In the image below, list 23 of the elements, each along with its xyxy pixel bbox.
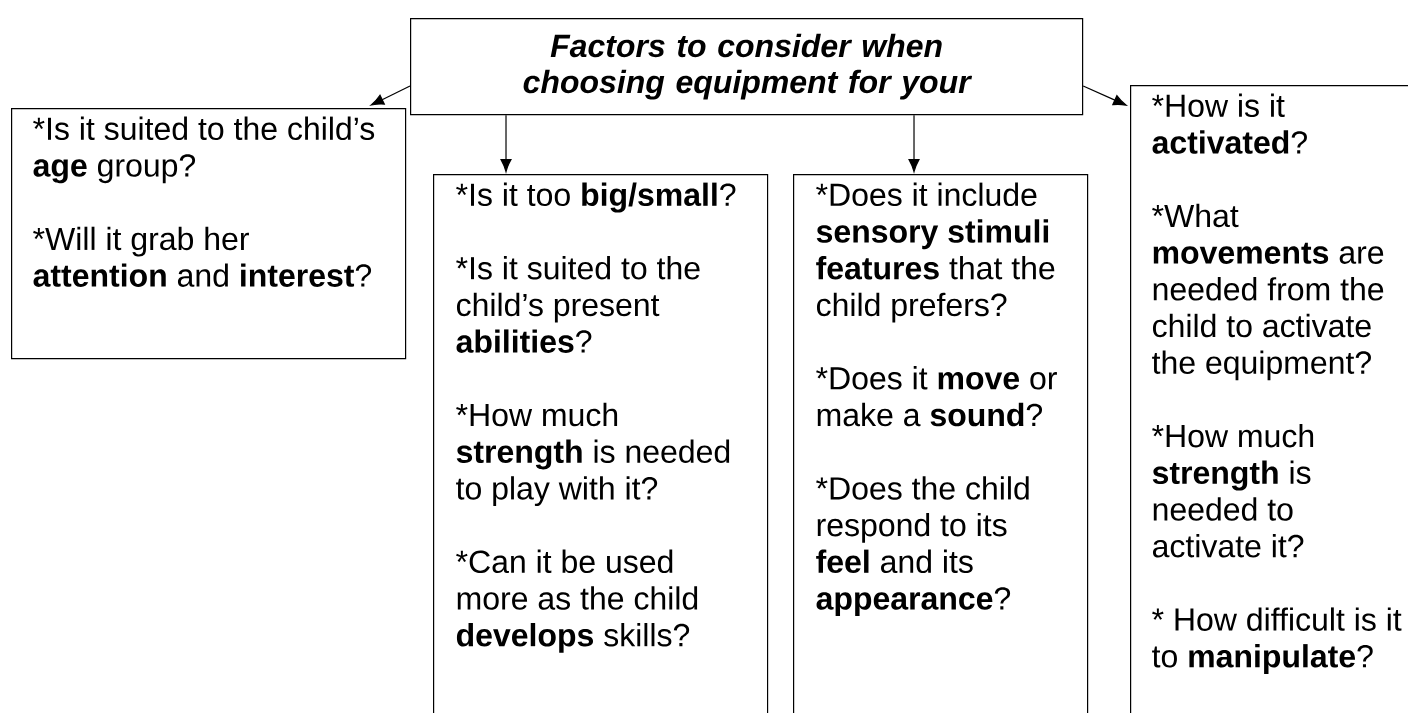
question-text: *Does it move or make a sound? [816,366,1057,427]
question-text: *How is it activated? [1152,93,1307,154]
question-box [11,108,407,360]
question-box [1130,85,1408,713]
question-box [433,174,769,713]
question-text: *Does it include sensory stimuli features that the child prefers? [816,182,1055,323]
title-box [410,18,1084,116]
question-text: * How difficult is it to manipulate? [1152,607,1402,674]
title-text: Factors to consider when choosing equipment for your [523,33,973,100]
question-text: *Does the child respond to its feel and its appearance? [816,476,1029,617]
question-box [793,174,1089,713]
question-text: *How much strength is needed to play with it? [456,402,730,507]
question-text: *What movements are needed from the child to activate the equipment? [1152,203,1384,381]
question-text: *Is it suited to the child’s age group? [33,116,375,184]
question-text: *Is it too big/small? [456,182,736,213]
arrow [370,85,411,106]
question-text: *Can it be used more as the child develops skills? [456,549,698,653]
arrow [908,114,920,173]
question-text: *Is it suited to the child’s present abilities? [456,256,700,353]
question-text: *How much strength is needed to activate it? [1152,423,1314,558]
question-text: *Will it grab her attention and interest? [33,226,372,287]
arrow [500,114,512,173]
arrow [1082,85,1127,106]
